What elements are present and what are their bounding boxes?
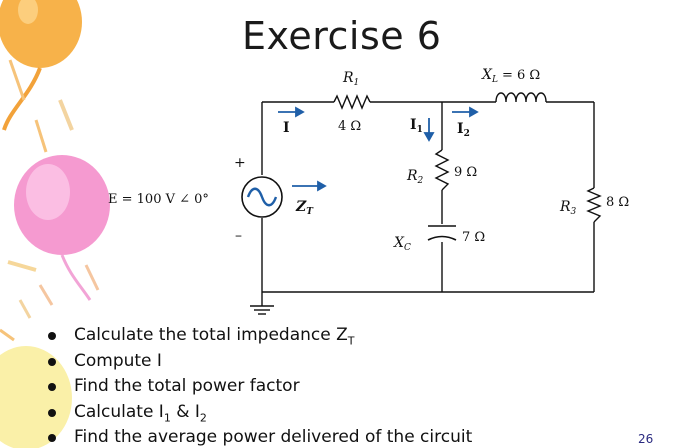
resistor-r3-icon — [586, 187, 602, 223]
resistor-r1-icon — [333, 94, 371, 110]
r2-label: R2 — [406, 168, 424, 186]
slide-title: Exercise 6 — [242, 14, 442, 58]
r2-value: 9 Ω — [454, 165, 477, 180]
task-item: Find the average power delivered of the … — [48, 425, 472, 448]
task-item: Calculate I1 & I2 — [48, 400, 472, 426]
source-minus: – — [235, 228, 242, 244]
current-i-label: I — [283, 120, 290, 136]
task-item: Calculate the total impedance ZT — [48, 323, 472, 349]
circuit-wires — [250, 101, 595, 315]
r1-label: R1 — [342, 70, 359, 88]
source-label: E = 100 V ∠ 0° — [108, 192, 209, 207]
page-number: 26 — [638, 432, 654, 446]
r1-value: 4 Ω — [338, 119, 361, 134]
i2-label: I2 — [457, 121, 470, 139]
xl-label: XL= 6 Ω — [481, 67, 540, 85]
yellow-balloon-icon — [0, 346, 72, 448]
r3-value: 8 Ω — [606, 195, 629, 210]
ac-source-icon — [241, 176, 283, 218]
r3-label: R3 — [559, 199, 577, 217]
inductor-xl-icon — [495, 92, 547, 103]
i1-label: I1 — [410, 117, 423, 135]
source-plus: + — [234, 155, 246, 171]
xc-label: XC — [393, 235, 411, 253]
capacitor-xc-icon — [427, 225, 457, 241]
zt-label: ZT — [295, 199, 314, 217]
resistor-r2-icon — [434, 149, 450, 191]
task-item: Compute I — [48, 349, 472, 375]
task-list: Calculate the total impedance ZT Compute… — [48, 323, 472, 448]
xc-value: 7 Ω — [462, 230, 485, 245]
task-item: Find the total power factor — [48, 374, 472, 400]
